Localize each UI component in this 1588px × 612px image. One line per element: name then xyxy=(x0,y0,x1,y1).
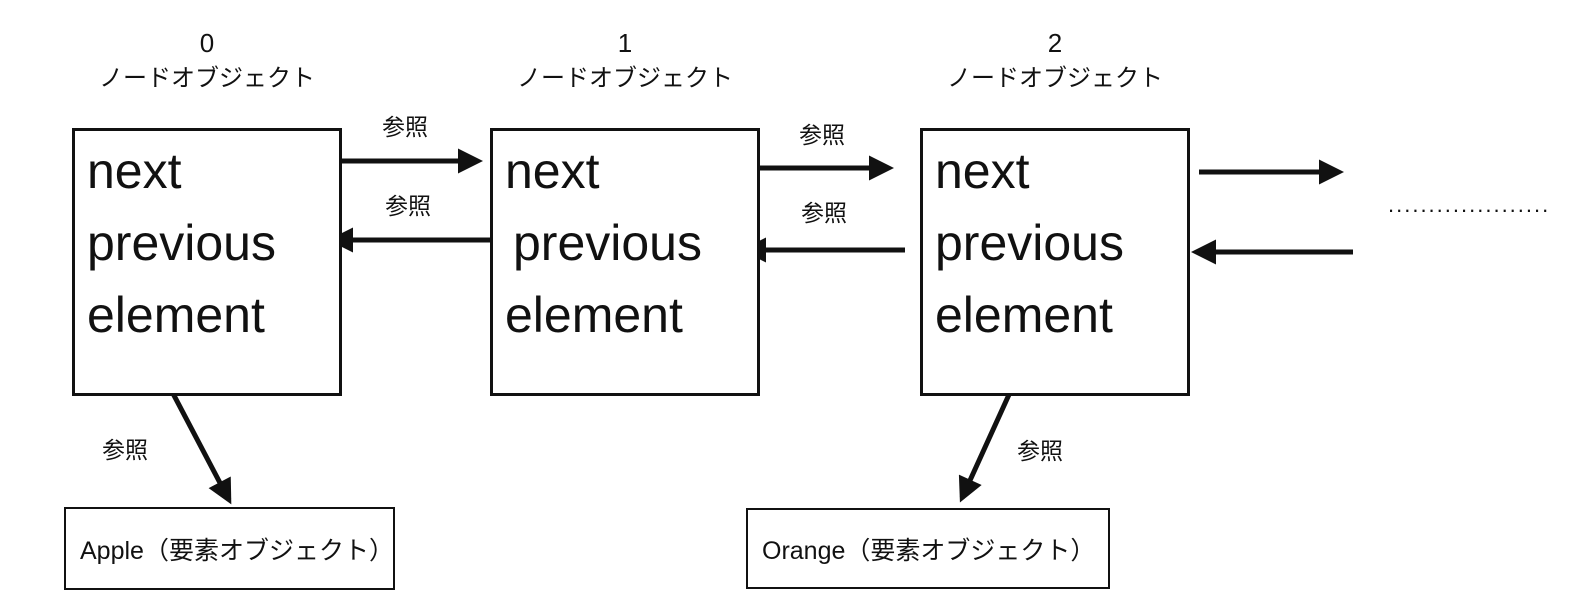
node-box-1: next previous element xyxy=(490,128,760,396)
ref-label-element-apple: 参照 xyxy=(102,437,148,463)
node-box-0: next previous element xyxy=(72,128,342,396)
node-box-2: next previous element xyxy=(920,128,1190,396)
field-element: element xyxy=(935,287,1113,343)
node-header-0: 0 ノードオブジェクト xyxy=(72,26,342,96)
field-previous: previous xyxy=(935,215,1124,271)
node-header-1: 1 ノードオブジェクト xyxy=(490,26,760,96)
field-previous: previous xyxy=(513,215,702,271)
node-fields: next previous element xyxy=(87,135,276,351)
field-next: next xyxy=(935,143,1030,199)
ref-label-element-orange: 参照 xyxy=(1017,438,1063,464)
field-next: next xyxy=(87,143,182,199)
continuation-dots: .................... xyxy=(1388,192,1551,217)
node-index: 2 xyxy=(1047,28,1063,58)
field-next: next xyxy=(505,143,600,199)
node-type-label: ノードオブジェクト xyxy=(517,65,733,92)
ref-label-previous-2-1: 参照 xyxy=(801,200,847,226)
node-fields: next previous element xyxy=(935,135,1124,351)
node-type-label: ノードオブジェクト xyxy=(99,65,315,92)
element-box-orange: Orange（要素オブジェクト） xyxy=(746,508,1110,589)
element-box-apple: Apple（要素オブジェクト） xyxy=(64,507,395,590)
node-header-2: 2 ノードオブジェクト xyxy=(920,26,1190,96)
field-previous: previous xyxy=(87,215,276,271)
element-label: Orange（要素オブジェクト） xyxy=(762,536,1096,565)
ref-label-next-1-2: 参照 xyxy=(799,122,845,148)
node-type-label: ノードオブジェクト xyxy=(947,65,1163,92)
field-element: element xyxy=(505,287,683,343)
element-label: Apple（要素オブジェクト） xyxy=(80,536,394,565)
ref-label-previous-1-0: 参照 xyxy=(385,193,431,219)
node-index: 0 xyxy=(199,28,215,58)
node-index: 1 xyxy=(617,28,633,58)
field-element: element xyxy=(87,287,265,343)
ref-label-next-0-1: 参照 xyxy=(382,114,428,140)
node-fields: next previous element xyxy=(505,135,702,351)
